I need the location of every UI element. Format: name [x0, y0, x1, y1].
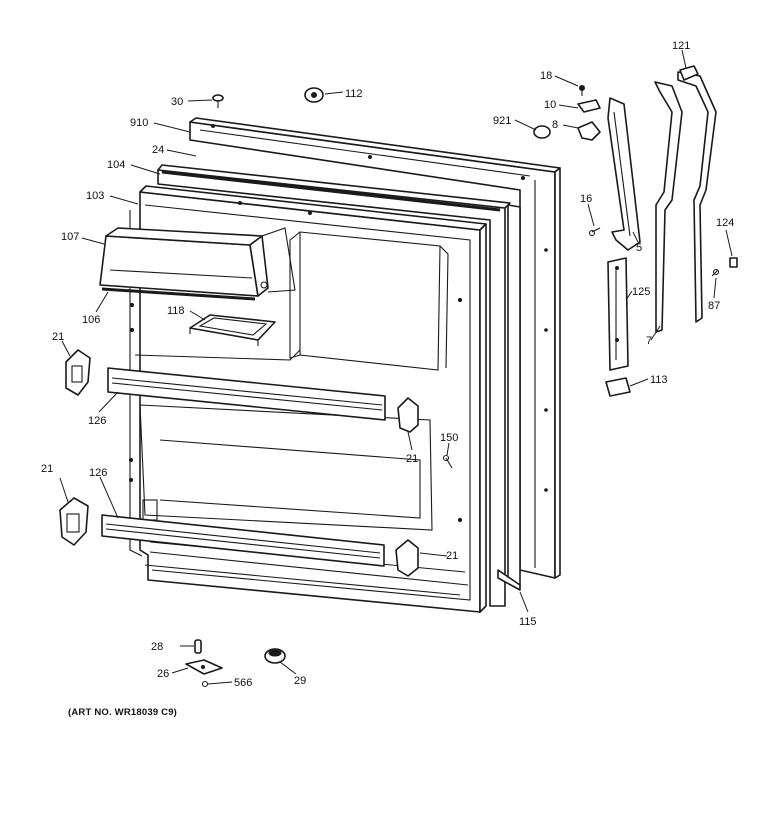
handle-trim	[654, 65, 717, 333]
part-label-16: 16	[580, 193, 592, 205]
part-label-10: 10	[544, 99, 556, 111]
shelf-rail-lower	[101, 514, 385, 567]
door-handle	[607, 97, 641, 251]
handle-insert	[607, 257, 629, 371]
shelf-end-cap	[65, 349, 91, 396]
part-labels: 30 112 910 24 104 103 107 106 118 21 126…	[41, 40, 734, 689]
part-label-18: 18	[540, 70, 552, 82]
breaker-strip	[497, 204, 521, 591]
part-label-126-upper: 126	[88, 415, 106, 427]
part-label-115: 115	[519, 616, 537, 628]
part-label-28: 28	[151, 641, 163, 653]
part-label-7: 7	[646, 335, 652, 347]
leader-lines	[59, 49, 733, 685]
outer-door-panel	[189, 117, 561, 579]
screw	[201, 680, 209, 688]
part-label-21-upper-right: 21	[406, 453, 418, 465]
screw	[212, 94, 224, 108]
part-label-87: 87	[708, 300, 720, 312]
part-label-21-lower-right: 21	[446, 550, 458, 562]
part-label-124: 124	[716, 217, 734, 229]
part-label-121: 121	[672, 40, 690, 52]
part-label-26: 26	[157, 668, 169, 680]
part-label-24: 24	[152, 144, 164, 156]
part-label-103: 103	[86, 190, 104, 202]
part-label-125: 125	[632, 286, 650, 298]
door-closure-cam	[264, 648, 286, 664]
shim	[577, 99, 601, 113]
part-label-150: 150	[440, 432, 458, 444]
handle-end-cap	[605, 377, 631, 397]
screw	[711, 268, 720, 277]
screw	[588, 227, 601, 237]
part-label-112: 112	[345, 88, 363, 100]
part-label-910: 910	[130, 117, 148, 129]
dairy-compartment	[99, 227, 296, 301]
clip	[729, 257, 738, 268]
hole-plug	[304, 87, 324, 103]
part-label-29: 29	[294, 675, 306, 687]
part-label-126-lower: 126	[89, 467, 107, 479]
part-label-30: 30	[171, 96, 183, 108]
cap-plug	[533, 125, 551, 139]
part-label-107: 107	[61, 231, 79, 243]
hinge-plate	[185, 659, 223, 675]
shelf-rail-upper	[107, 367, 386, 421]
door-stop	[577, 121, 601, 141]
part-label-21-upper-left: 21	[52, 331, 64, 343]
shelf-end-cap	[397, 397, 419, 433]
art-number: (ART NO. WR18039 C9)	[68, 707, 178, 718]
part-label-5: 5	[636, 242, 642, 254]
part-label-104: 104	[107, 159, 125, 171]
door-gasket	[157, 164, 511, 607]
part-label-8: 8	[552, 119, 558, 131]
part-label-921: 921	[493, 115, 511, 127]
part-label-566: 566	[234, 677, 252, 689]
spacer	[194, 639, 202, 654]
shelf-end-cap	[395, 539, 419, 577]
part-label-113: 113	[650, 374, 668, 386]
screw	[579, 85, 585, 96]
screw	[442, 454, 453, 469]
part-label-118: 118	[167, 305, 185, 317]
part-label-106: 106	[82, 314, 100, 326]
shelf-end-cap	[59, 497, 89, 546]
part-label-21-lower-left: 21	[41, 463, 53, 475]
